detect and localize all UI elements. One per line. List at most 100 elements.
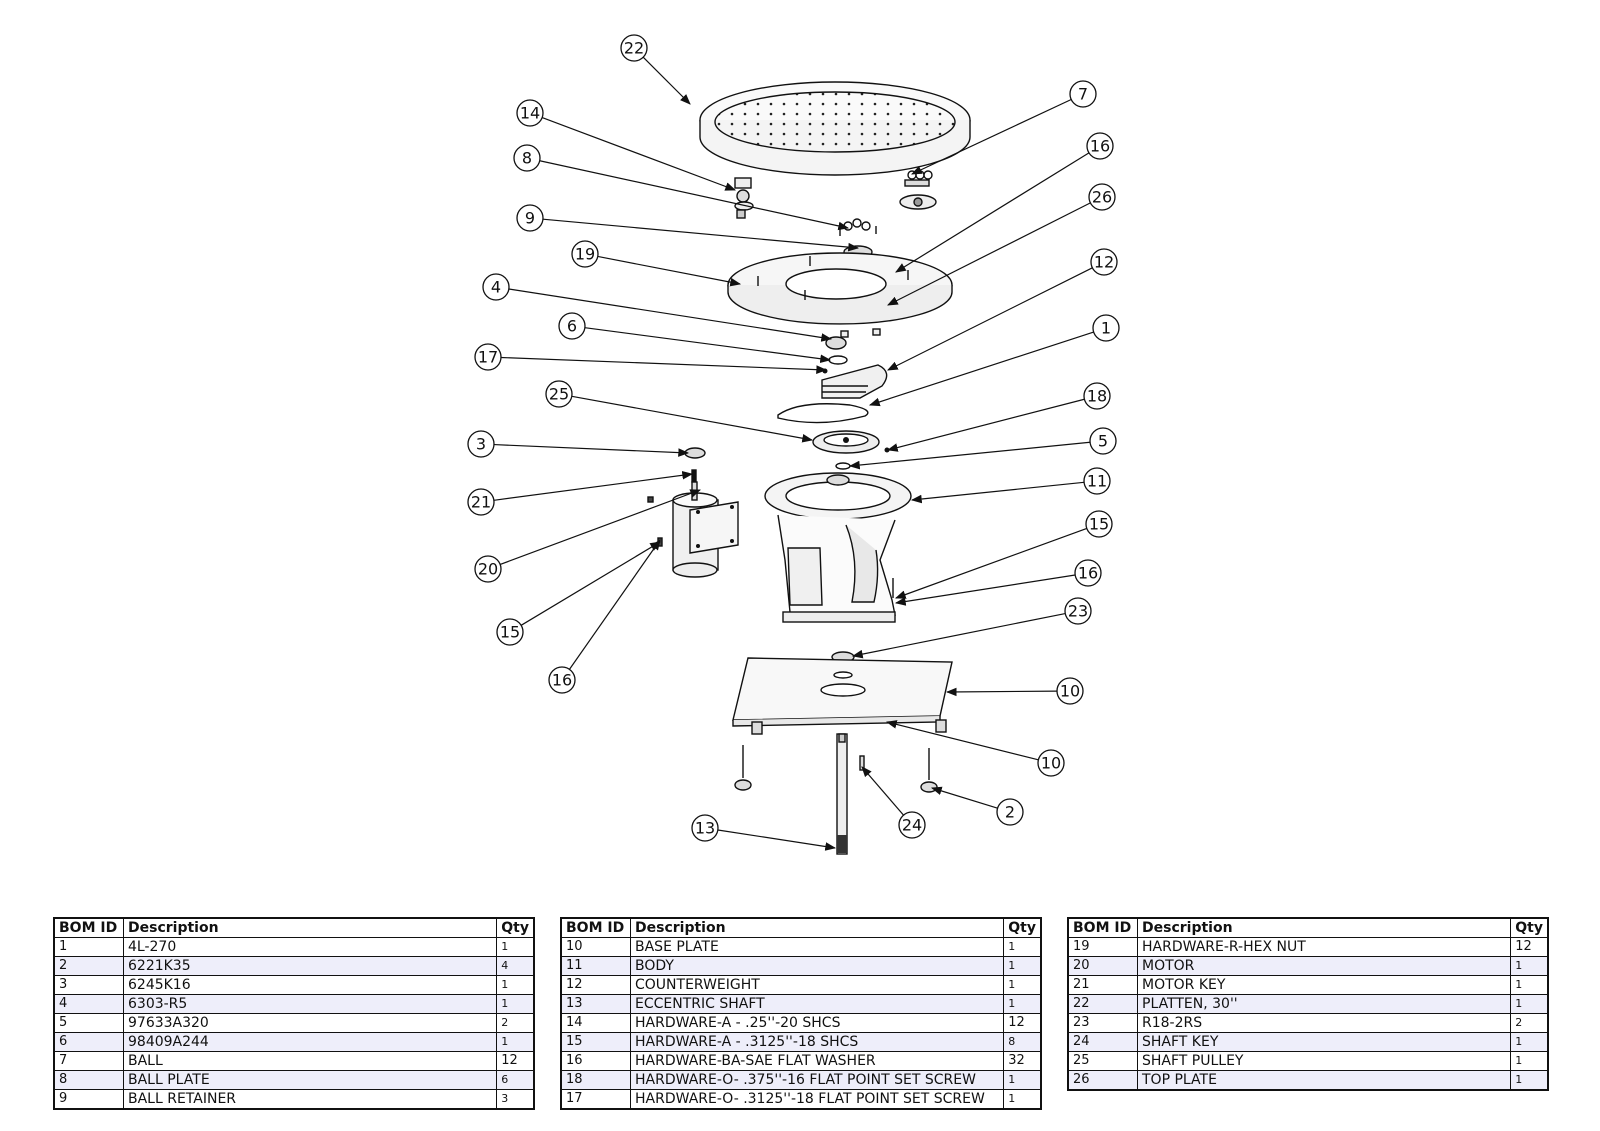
bearing-5-part: [835, 462, 851, 470]
callout-number: 20: [478, 560, 498, 579]
callout-leader-line: [642, 56, 691, 105]
body-part: [764, 472, 912, 623]
bom-id-cell: 4: [53, 994, 124, 1014]
callout-bubble: [1083, 467, 1111, 495]
bom-qty-cell: 12: [1003, 1013, 1042, 1033]
bom-qty-cell: 1: [1510, 956, 1549, 976]
bom-id-cell: 14: [560, 1013, 631, 1033]
callout-number: 10: [1041, 754, 1061, 773]
callout-number: 24: [902, 816, 922, 835]
callout-number: 10: [1060, 682, 1080, 701]
callout-number: 23: [1068, 602, 1088, 621]
bom-id-cell: 1: [53, 937, 124, 957]
callout-bubble: [1089, 427, 1117, 455]
bom-description-cell: MOTOR KEY: [1136, 975, 1512, 995]
bom-qty-cell: 1: [496, 975, 535, 995]
callout-number: 7: [1078, 85, 1088, 104]
callout-number: 16: [1078, 564, 1098, 583]
bom-description-cell: 4L-270: [122, 937, 498, 957]
callout-number: 14: [520, 104, 540, 123]
bom-header-row: BOM ID Description Qty: [560, 917, 1042, 938]
shaft-pulley-part: [812, 430, 880, 454]
callout-number: 26: [1092, 188, 1112, 207]
bom-qty-cell: 32: [1003, 1051, 1042, 1071]
bom-description-cell: TOP PLATE: [1136, 1070, 1512, 1091]
description-header: Description: [1136, 917, 1512, 938]
bom-id-cell: 9: [53, 1089, 124, 1110]
callout-bubble: [545, 380, 573, 408]
callout-leader-line: [886, 398, 1085, 452]
bom-id-cell: 7: [53, 1051, 124, 1071]
callout-bubble: [1056, 677, 1084, 705]
callout-leader-line: [861, 766, 904, 816]
callout-bubble: [1088, 183, 1116, 211]
bom-qty-cell: 1: [496, 1032, 535, 1052]
bom-id-header: BOM ID: [53, 917, 124, 938]
callout-leader-line: [541, 117, 737, 191]
bom-description-cell: HARDWARE-O- .375''-16 FLAT POINT SET SCR…: [629, 1070, 1005, 1090]
callout-number: 17: [478, 348, 498, 367]
description-header: Description: [629, 917, 1005, 938]
base-plate-part: [732, 657, 953, 727]
callout-bubble: [474, 343, 502, 371]
callout-leader-line: [508, 288, 833, 342]
callout-leader-line: [571, 395, 814, 443]
bom-qty-cell: 1: [1003, 956, 1042, 976]
bom-description-cell: BALL PLATE: [122, 1070, 498, 1090]
bom-description-cell: COUNTERWEIGHT: [629, 975, 1005, 995]
qty-header: Qty: [1003, 917, 1042, 938]
callout-bubble: [548, 666, 576, 694]
bom-description-cell: 98409A244: [122, 1032, 498, 1052]
bom-id-cell: 16: [560, 1051, 631, 1071]
callout-bubble: [482, 273, 510, 301]
callout-number: 9: [525, 209, 535, 228]
callout-number: 12: [1094, 253, 1114, 272]
bom-description-cell: SHAFT KEY: [1136, 1032, 1512, 1052]
bom-qty-cell: 1: [1510, 994, 1549, 1014]
callout-leader-line: [930, 786, 998, 809]
bom-id-cell: 10: [560, 937, 631, 957]
motor-part: [647, 481, 739, 578]
callout-bubble: [496, 618, 524, 646]
hex-nut-part: [840, 330, 849, 338]
callout-leader-line: [584, 327, 832, 364]
callout-bubble: [1037, 749, 1065, 777]
bom-qty-cell: 1: [1003, 1089, 1042, 1110]
callout-bubble: [898, 811, 926, 839]
callout-leader-line: [887, 202, 1091, 306]
callout-bubble: [571, 240, 599, 268]
callout-bubble: [620, 34, 648, 62]
counterweight-part: [821, 364, 888, 399]
callout-number: 15: [500, 623, 520, 642]
callout-leader-line: [500, 356, 828, 374]
bom-id-cell: 2: [53, 956, 124, 976]
bom-description-cell: 97633A320: [122, 1013, 498, 1033]
description-header: Description: [122, 917, 498, 938]
callout-leader-line: [885, 720, 1039, 761]
callout-number: 2: [1005, 803, 1015, 822]
bom-qty-cell: 12: [496, 1051, 535, 1071]
bom-id-cell: 8: [53, 1070, 124, 1090]
bom-id-cell: 26: [1067, 1070, 1138, 1091]
bom-qty-cell: 12: [1510, 937, 1549, 957]
callout-bubble: [1083, 382, 1111, 410]
bom-id-cell: 12: [560, 975, 631, 995]
bom-id-cell: 17: [560, 1089, 631, 1110]
callout-leader-line: [542, 218, 860, 252]
callout-number: 5: [1098, 432, 1108, 451]
bom-header-row: BOM ID Description Qty: [1067, 917, 1549, 938]
bom-qty-cell: 1: [1003, 1070, 1042, 1090]
bom-qty-cell: 1: [1003, 937, 1042, 957]
bom-description-cell: ECCENTRIC SHAFT: [629, 994, 1005, 1014]
